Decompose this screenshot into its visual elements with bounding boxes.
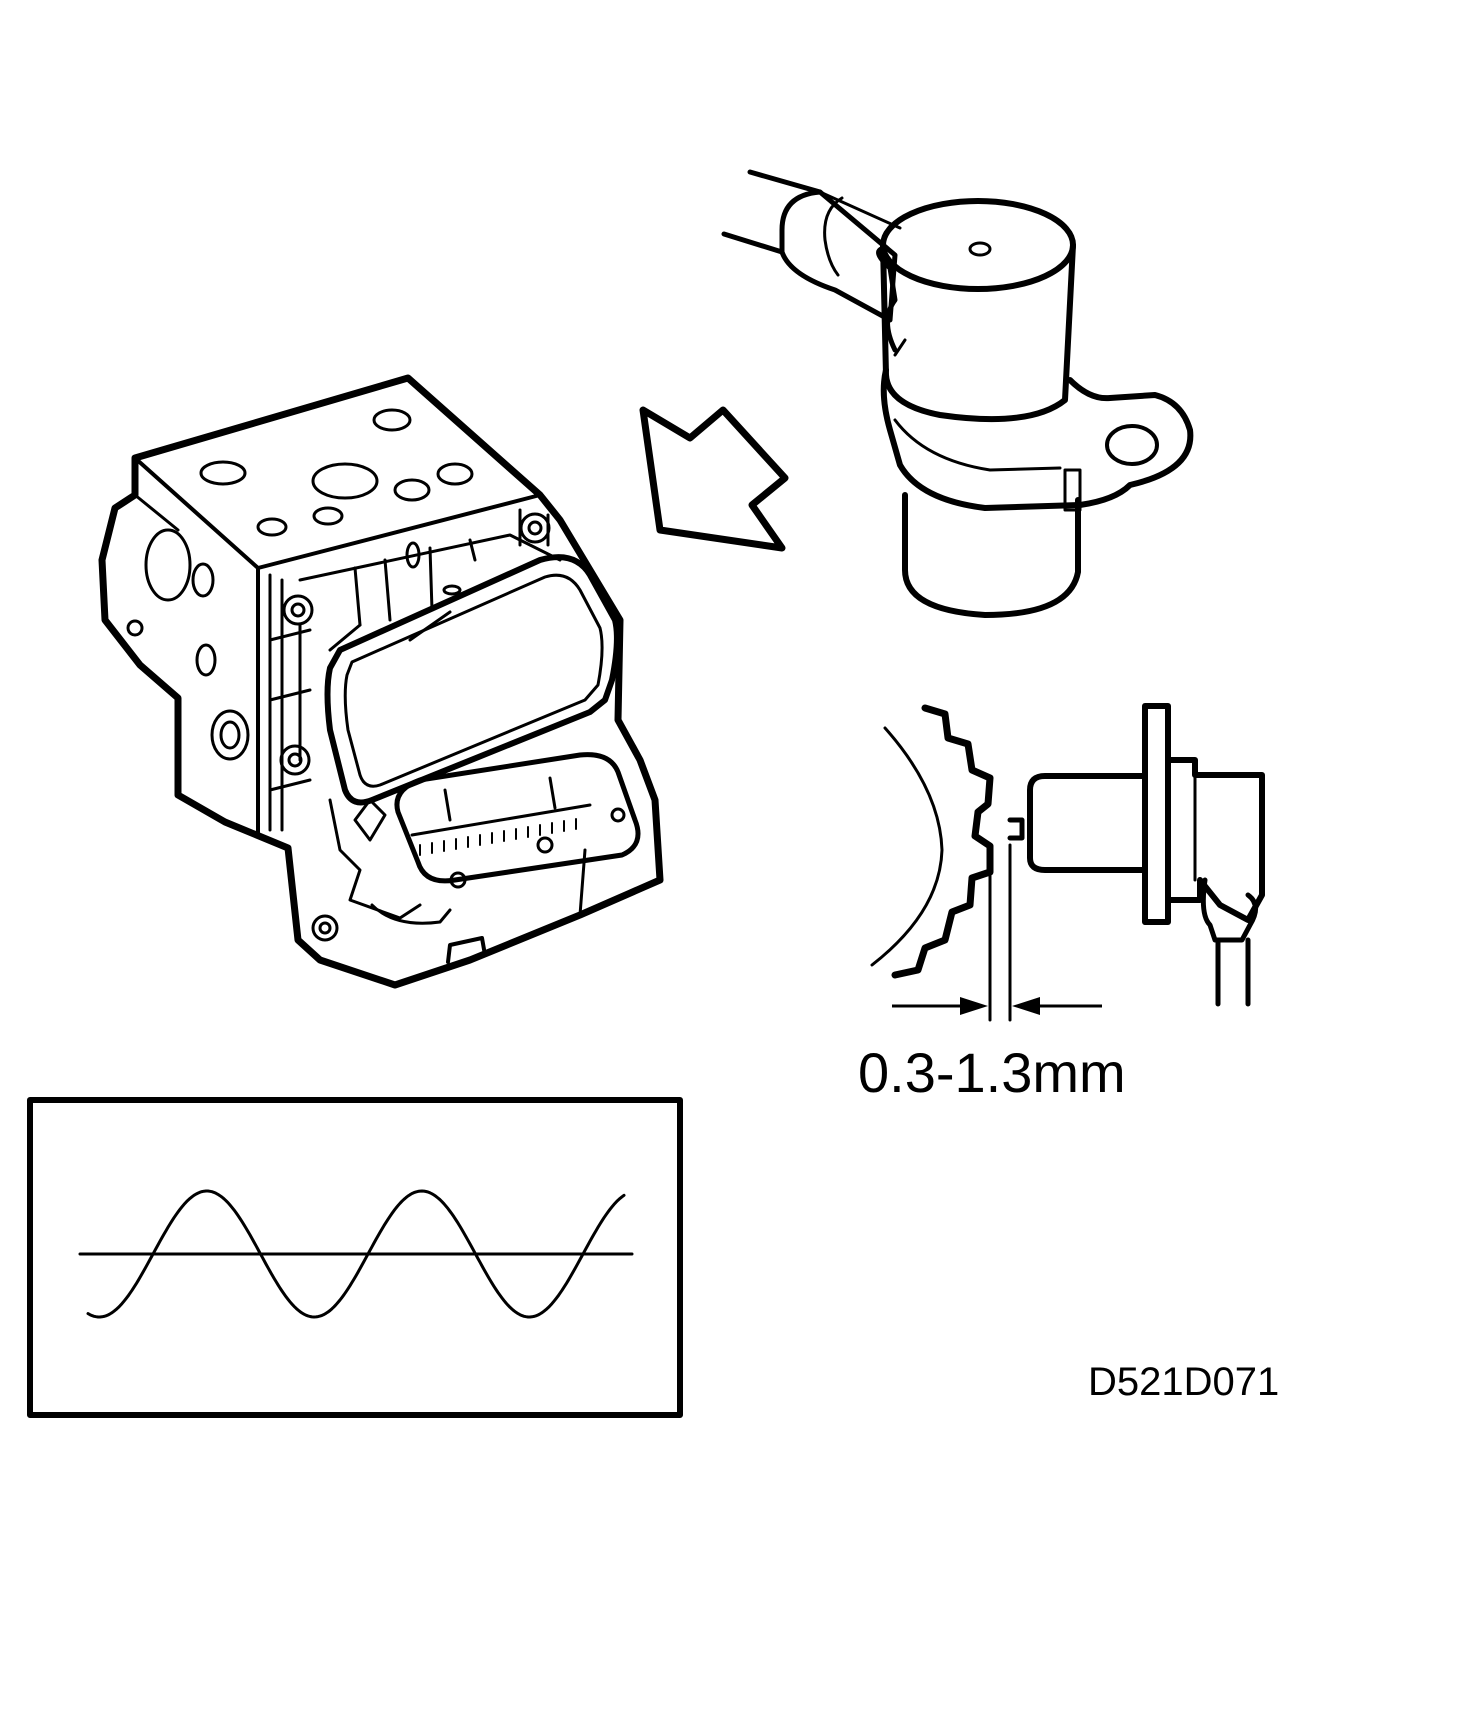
- direction-arrow-icon: [639, 406, 789, 552]
- waveform-panel: [27, 1097, 683, 1418]
- gap-clearance-label: 0.3-1.3mm: [858, 1041, 1126, 1104]
- sensor-cross-section: [988, 703, 1265, 1022]
- gap-dimension-arrows: [892, 997, 1102, 1015]
- figure-id-label: D521D071: [1088, 1360, 1280, 1404]
- sine-waveform-icon: [86, 1189, 626, 1319]
- toothed-rotor-icon: [870, 704, 994, 979]
- abs-hydraulic-unit-icon: [98, 374, 664, 989]
- wheel-speed-sensor-icon: [721, 169, 1194, 618]
